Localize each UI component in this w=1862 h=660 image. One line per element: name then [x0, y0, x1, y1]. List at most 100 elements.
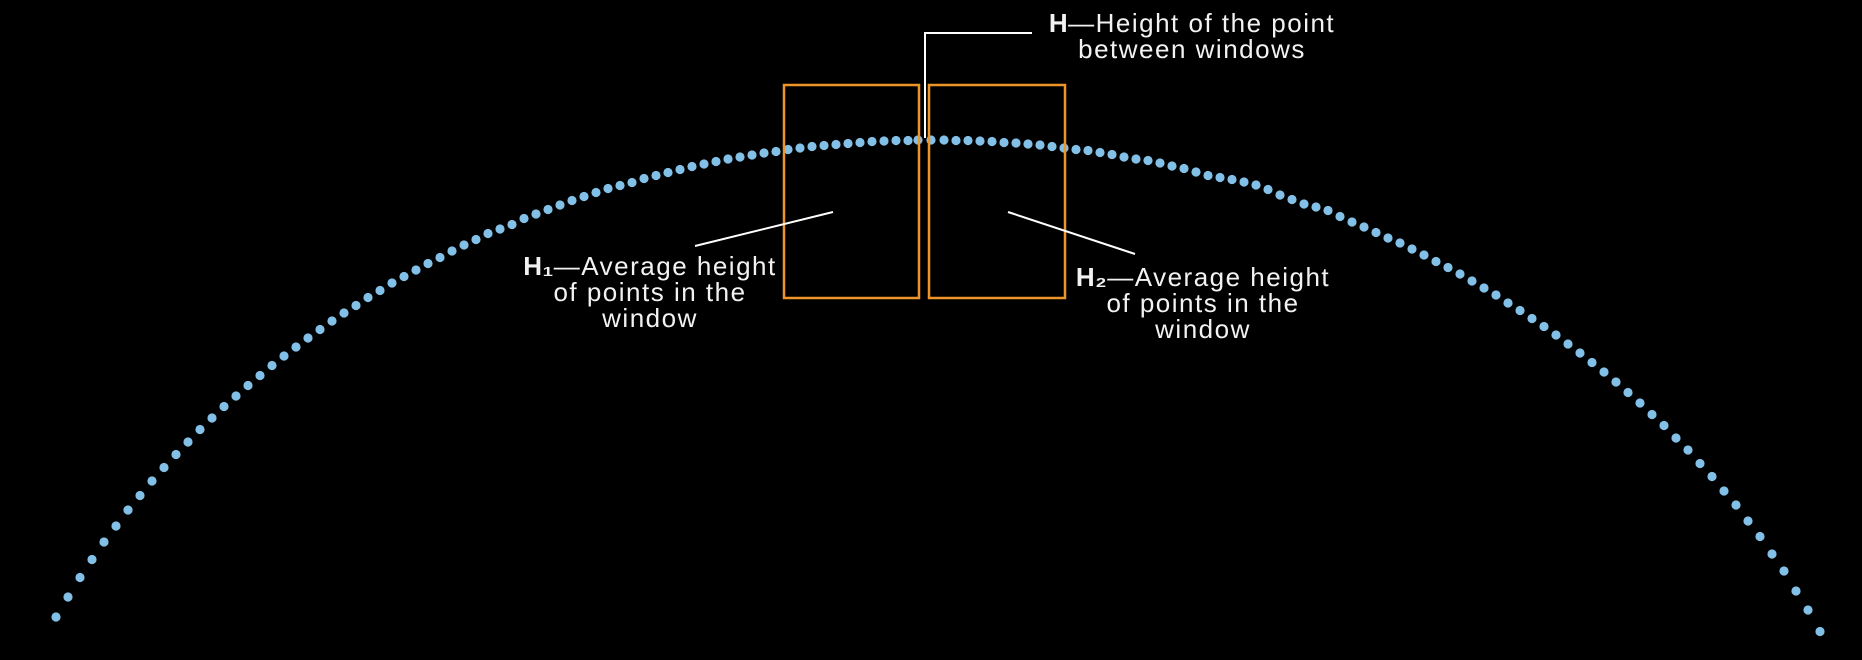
label-h1-text: —Average height [553, 251, 777, 281]
data-point [1251, 180, 1261, 190]
data-point [1119, 152, 1129, 162]
data-point [999, 137, 1009, 148]
data-point [387, 278, 397, 288]
data-point [1731, 500, 1741, 510]
data-point [1767, 549, 1777, 559]
data-point [1527, 313, 1537, 324]
label-h-line2: between windows [1078, 34, 1306, 64]
data-point [279, 351, 289, 361]
leader-lines [694, 32, 1136, 255]
data-point [1323, 205, 1333, 216]
data-point [159, 462, 169, 473]
data-point [711, 156, 721, 167]
label-h2-line3: window [1155, 314, 1251, 344]
data-point [939, 135, 949, 145]
data-point [1083, 145, 1093, 156]
label-h2-average-height: H₂—Average height of points in the windo… [1076, 264, 1330, 342]
data-point [507, 219, 517, 230]
data-point [1743, 516, 1753, 526]
data-point [51, 612, 61, 622]
data-point [363, 292, 373, 303]
data-point [1431, 256, 1441, 267]
data-point [1227, 174, 1237, 185]
data-point [171, 449, 181, 460]
data-point [975, 136, 985, 146]
data-point [1599, 367, 1609, 377]
data-point [1623, 387, 1633, 398]
data-point [783, 144, 793, 155]
data-point [1191, 167, 1201, 177]
label-h-height-between-windows: H—Height of the point between windows [1049, 10, 1335, 62]
data-point [1779, 566, 1789, 576]
data-point [423, 258, 433, 269]
data-point [543, 204, 553, 215]
data-point [687, 161, 697, 172]
data-point [807, 141, 817, 152]
label-h-symbol: H [1048, 8, 1069, 38]
data-point [471, 234, 481, 245]
data-point [987, 136, 997, 147]
data-point [855, 137, 865, 148]
data-point [315, 324, 325, 335]
data-point [63, 592, 73, 602]
data-point [351, 300, 361, 311]
data-point [1707, 471, 1717, 482]
data-point [1419, 250, 1429, 260]
data-point [267, 360, 277, 371]
data-point [447, 246, 457, 256]
data-point [795, 143, 805, 153]
label-h1-symbol: H₁ [523, 251, 554, 281]
data-point [411, 265, 421, 275]
data-point [483, 228, 493, 239]
data-point [1347, 217, 1357, 227]
data-point [1815, 626, 1825, 637]
data-point [1683, 445, 1693, 455]
data-point [699, 159, 709, 169]
data-point [1095, 147, 1105, 158]
data-point [735, 152, 745, 162]
averaging-window-left-box [782, 83, 921, 300]
data-point [1407, 244, 1417, 254]
label-h1-line1: H₁—Average height [523, 253, 776, 279]
data-point [1239, 177, 1249, 187]
data-point [1011, 138, 1021, 148]
data-point [639, 173, 649, 184]
leader-line-h2 [1007, 211, 1136, 255]
data-point [1263, 184, 1273, 195]
label-h2-symbol: H₂ [1075, 262, 1108, 292]
data-point [771, 146, 781, 157]
label-h1-average-height: H₁—Average height of points in the windo… [523, 253, 776, 331]
data-point [1395, 238, 1405, 248]
data-point [495, 224, 505, 234]
data-point [375, 285, 385, 296]
data-point [219, 401, 229, 412]
data-point [1695, 458, 1705, 469]
data-point [615, 180, 625, 191]
label-h1-line2: of points in the [553, 277, 747, 307]
label-h2-line1: H₂—Average height [1076, 264, 1330, 290]
data-point [663, 167, 673, 178]
data-point [723, 154, 733, 164]
data-point [87, 554, 97, 565]
data-point [759, 148, 769, 158]
data-point [1803, 605, 1813, 615]
data-point [339, 308, 349, 318]
data-point [1575, 348, 1585, 358]
data-point [1479, 283, 1489, 293]
data-point [1371, 227, 1381, 238]
data-point [843, 138, 853, 149]
data-point [435, 252, 445, 263]
data-point [519, 213, 529, 224]
data-point [75, 572, 85, 583]
data-point [579, 191, 589, 202]
data-point [651, 170, 661, 181]
elevation-profile-dots [51, 135, 1825, 637]
data-point [555, 200, 565, 210]
label-h1-line3: window [602, 303, 698, 333]
data-point [1467, 276, 1477, 286]
data-point [951, 135, 961, 146]
label-h-text: —Height of the point [1068, 8, 1336, 38]
data-point [627, 177, 637, 188]
data-point [195, 424, 205, 435]
